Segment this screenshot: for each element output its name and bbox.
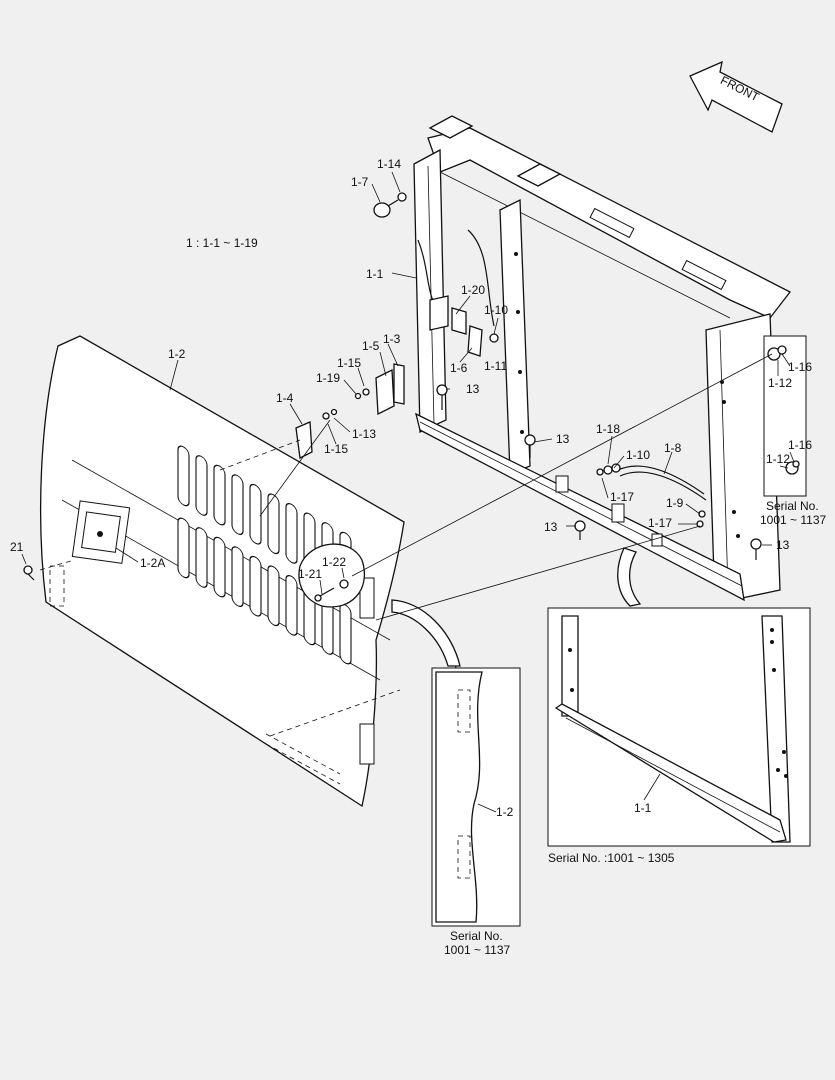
callout-1-18: 1-18 [596,422,620,436]
serial-bottom-line2: 1001 ~ 1137 [444,943,511,957]
callout-1-2: 1-2 [168,347,186,361]
callout-1-14: 1-14 [377,157,401,171]
callout-13-b: 13 [556,432,570,446]
callout-1-9: 1-9 [666,496,684,510]
callout-13-c: 13 [544,520,558,534]
serial-right-line2: 1001 ~ 1137 [760,513,827,527]
callout-1-1-b: 1-1 [634,801,652,815]
detail-arrow-large [617,547,642,607]
range-note: 1 : 1-1 ~ 1-19 [186,236,258,250]
serial-box-right [763,335,807,497]
hinge-detail [298,543,366,608]
callout-13-a: 13 [466,382,480,396]
serial-box-large [547,607,811,847]
callout-21: 21 [10,540,24,554]
callout-13-d: 13 [776,538,790,552]
callout-1-22: 1-22 [322,555,346,569]
callout-1-6: 1-6 [450,361,468,375]
frame-assembly [413,115,791,602]
callout-1-21: 1-21 [298,567,322,581]
callout-1-17-a: 1-17 [610,490,634,504]
serial-box-bottom [431,667,521,927]
callout-1-10-b: 1-10 [626,448,650,462]
callout-1-5: 1-5 [362,339,380,353]
callout-labels: 1-14 1-7 1-1 1-20 1-10 1-5 1-3 1-15 1-19… [10,157,812,819]
callout-1-8: 1-8 [664,441,682,455]
callout-1-10-a: 1-10 [484,303,508,317]
callout-1-17-b: 1-17 [648,516,672,530]
serial-bottom-line1: Serial No. [450,929,503,943]
front-arrow: FRONT [689,60,783,133]
callout-1-15-a: 1-15 [337,356,361,370]
callout-1-1: 1-1 [366,267,384,281]
serial-right-line1: Serial No. [766,499,819,513]
callout-1-16-a: 1-16 [788,360,812,374]
callout-1-16-b: 1-16 [788,438,812,452]
callout-1-4: 1-4 [276,391,294,405]
callout-1-2-b: 1-2 [496,805,514,819]
callout-1-13: 1-13 [352,427,376,441]
callout-1-20: 1-20 [461,283,485,297]
callout-1-12-b: 1-12 [766,452,790,466]
callout-1-2A: 1-2A [140,556,165,570]
callout-1-19: 1-19 [316,371,340,385]
callout-1-15-b: 1-15 [324,442,348,456]
leader-lines [21,171,795,813]
callout-1-3: 1-3 [383,332,401,346]
callout-1-7: 1-7 [351,175,369,189]
serial-large-label: Serial No. :1001 ~ 1305 [548,851,675,865]
callout-1-11: 1-11 [484,359,507,373]
callout-1-12-a: 1-12 [768,376,792,390]
